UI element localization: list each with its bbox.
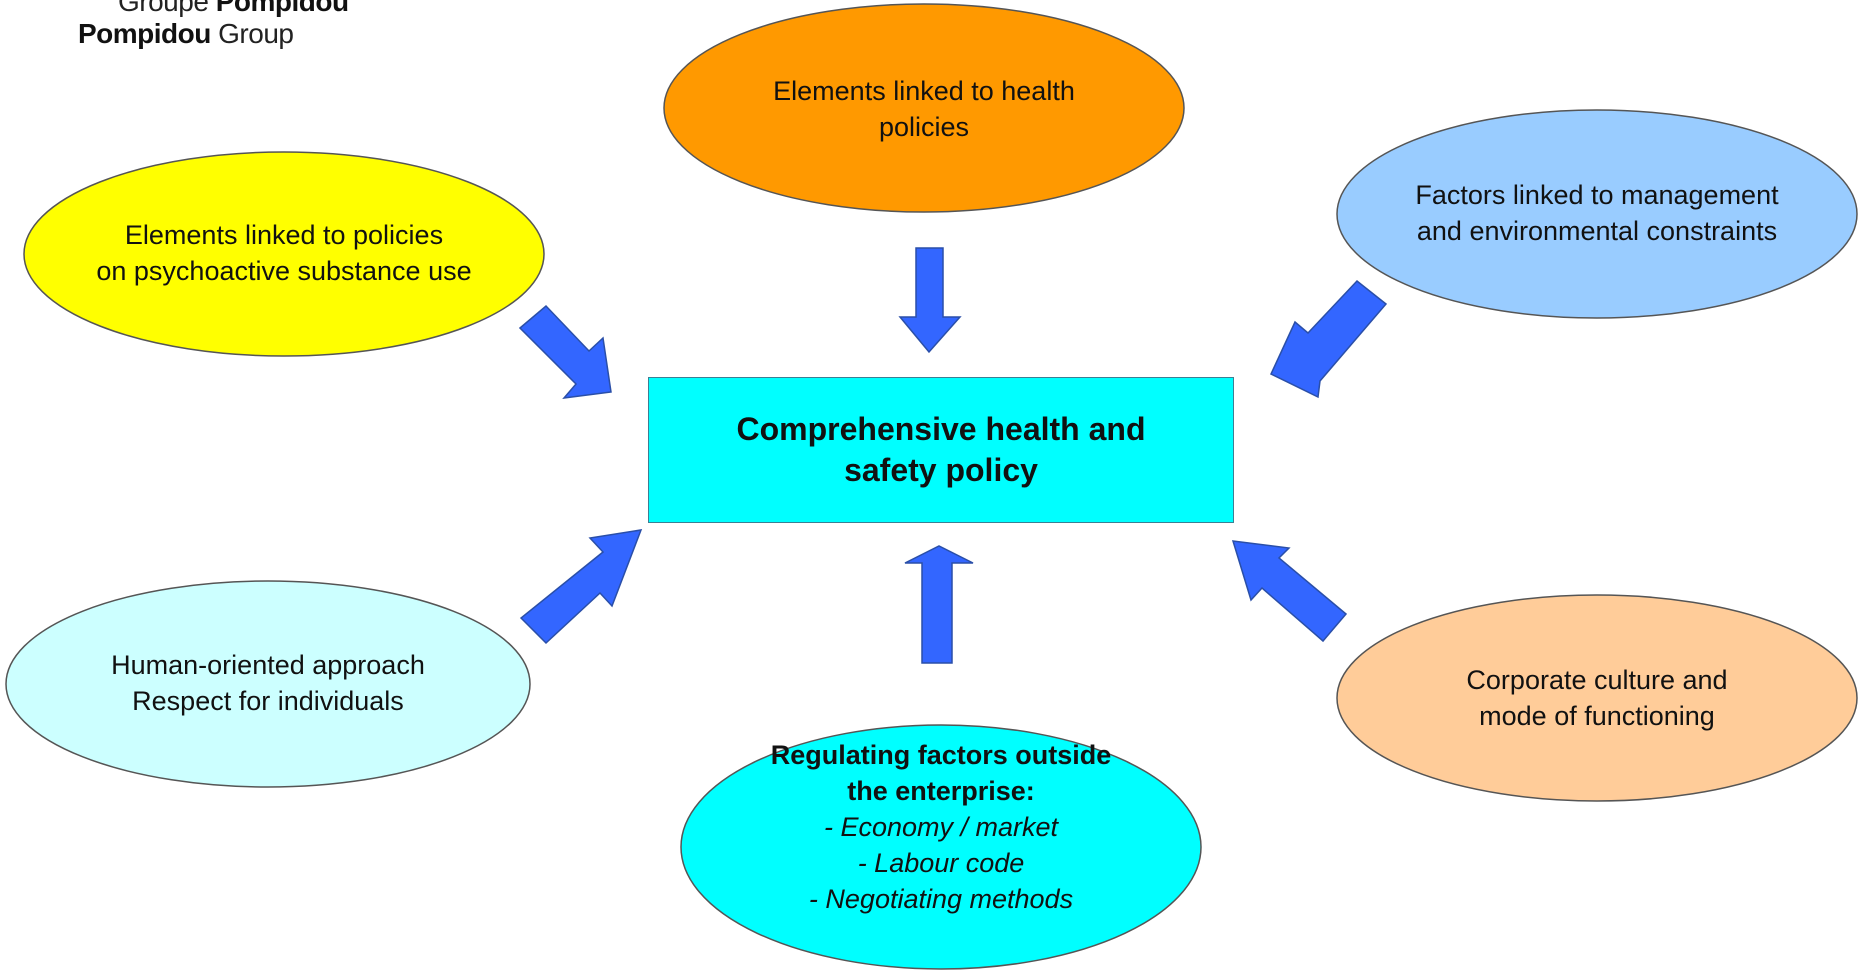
center-line-1: Comprehensive health and [736, 411, 1146, 447]
label-human: Human-oriented approach Respect for indi… [6, 638, 530, 728]
label-health-policies: Elements linked to health policies [664, 64, 1184, 154]
ellipse-health-policies [663, 3, 1185, 213]
psychoactive-line-2: on psychoactive substance use [96, 256, 472, 286]
pompidou-group-logo: Groupe Pompidou Pompidou Group [78, 0, 349, 50]
culture-line-1: Corporate culture and [1466, 665, 1728, 695]
regulating-line-1: Regulating factors outside [770, 740, 1112, 770]
psychoactive-line-1: Elements linked to policies [124, 220, 444, 250]
human-line-1: Human-oriented approach [111, 650, 425, 680]
logo-text-pompidou-en: Pompidou [78, 18, 211, 49]
arrow-lower-left [519, 529, 643, 645]
ellipse-culture [1336, 594, 1858, 802]
human-line-2: Respect for individuals [132, 686, 404, 716]
label-management: Factors linked to management and environ… [1337, 168, 1857, 258]
ellipse-psychoactive [23, 151, 545, 357]
ellipse-regulating [680, 724, 1202, 970]
arrow-upper-right [1270, 279, 1388, 399]
regulating-line-2: the enterprise: [847, 776, 1035, 806]
management-line-1: Factors linked to management [1415, 180, 1779, 210]
health-line-2: policies [878, 112, 970, 142]
logo-text-pompidou-fr: Pompidou [215, 0, 349, 17]
arrow-up-bottom [904, 545, 974, 664]
logo-text-groupe: Groupe [118, 0, 209, 17]
ellipse-management [1336, 109, 1858, 319]
label-culture: Corporate culture and mode of functionin… [1337, 653, 1857, 743]
arrow-upper-left [518, 304, 612, 399]
regulating-item-1: - Economy / market [823, 812, 1059, 842]
logo-text-group: Group [218, 18, 294, 49]
culture-line-2: mode of functioning [1479, 701, 1715, 731]
comprehensive-policy-box: Comprehensive health and safety policy [648, 377, 1234, 523]
center-line-2: safety policy [844, 452, 1038, 488]
label-regulating: Regulating factors outside the enterpris… [681, 737, 1201, 917]
ellipse-human [5, 580, 531, 788]
regulating-item-2: - Labour code [857, 848, 1025, 878]
management-line-2: and environmental constraints [1416, 216, 1778, 246]
arrow-lower-right [1231, 540, 1348, 643]
label-psychoactive: Elements linked to policies on psychoact… [24, 208, 544, 298]
health-line-1: Elements linked to health [773, 76, 1075, 106]
regulating-item-3: - Negotiating methods [808, 884, 1074, 914]
arrow-down-top [898, 247, 962, 354]
